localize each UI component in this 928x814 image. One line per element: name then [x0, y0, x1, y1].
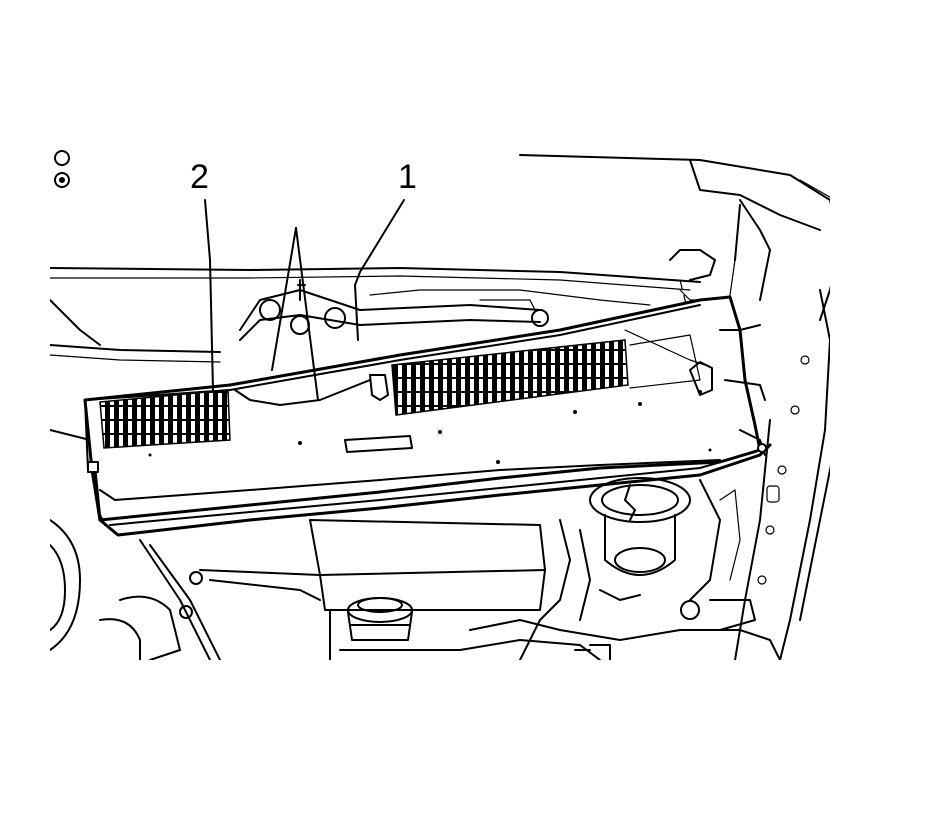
engine-bay-background: [50, 150, 830, 660]
leader-line-2: [204, 199, 214, 391]
callout-leaders: [204, 199, 405, 401]
right-grille-louvers: [391, 339, 629, 416]
air-inlet-grille-panel: [83, 295, 772, 537]
callout-1: 1: [398, 158, 417, 196]
leader-line-1: [354, 199, 405, 341]
left-grille-louvers: [99, 389, 231, 449]
callout-2: 2: [190, 158, 209, 196]
leader-line-3a: [271, 227, 297, 371]
leader-line-3b: [295, 227, 319, 401]
